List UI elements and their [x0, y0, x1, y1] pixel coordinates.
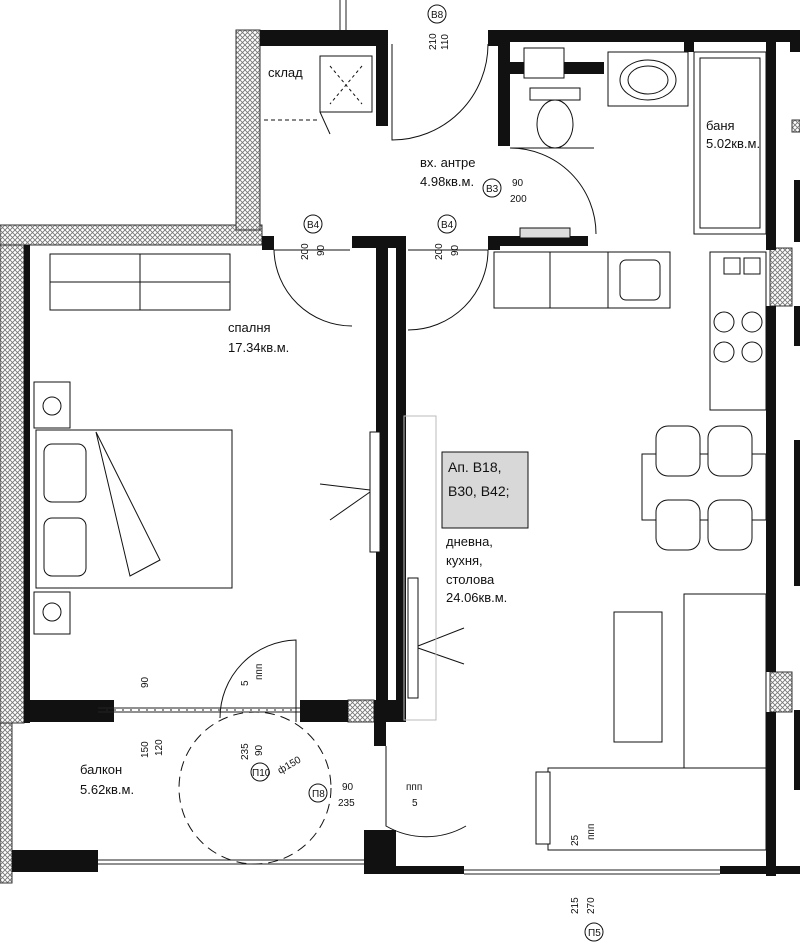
exterior-walls: [0, 29, 800, 884]
bedroom-name: спалня: [228, 320, 271, 335]
entry-door-width: 110: [440, 34, 451, 50]
window-living-tag: П5: [588, 928, 601, 939]
wardrobe: [49, 253, 231, 311]
balcony-door-sill: 5: [412, 798, 418, 809]
living-door-height: 200: [434, 243, 445, 260]
living-area: 24.06кв.м.: [446, 590, 507, 605]
apartment-label-line1: Ап. В18,: [448, 459, 502, 475]
living-door-width: 90: [450, 244, 461, 256]
bathroom-fixtures: [519, 47, 767, 239]
balcony-dim-2: 120: [154, 739, 165, 756]
door-swings: [178, 43, 597, 865]
balcony-door-tag: П8: [312, 789, 325, 800]
window-bed-sill: 5: [240, 680, 251, 686]
entry-door-height: 210: [428, 33, 439, 50]
bed-door-width: 90: [316, 244, 327, 256]
bed: [33, 381, 233, 635]
hall-area: 4.98кв.м.: [420, 174, 474, 189]
apartment-label-line2: В30, В42;: [448, 483, 510, 499]
door-tag-circles: [250, 4, 604, 942]
window-bed-width: 90: [254, 744, 265, 756]
bed-door-tag: В4: [307, 220, 320, 231]
bedroom-area: 17.34кв.м.: [228, 340, 289, 355]
kitchen-counter: [493, 251, 767, 411]
bath-area: 5.02кв.м.: [706, 136, 760, 151]
apartment-label-box: [441, 451, 529, 529]
balcony-dim-1: 150: [140, 741, 151, 758]
storage-label: склад: [268, 65, 303, 80]
window-living-sill: 25: [570, 834, 581, 846]
balcony-door-width: 90: [342, 782, 354, 793]
living-name-3: столова: [446, 572, 495, 587]
bath-door-height: 200: [510, 194, 527, 205]
balcony-rail-height: 90: [140, 676, 151, 688]
window-living-sill-label: ппп: [586, 824, 597, 840]
window-bed-height: 235: [240, 743, 251, 760]
window-bed-sill-label: ппп: [254, 664, 265, 680]
balcony-name: балкон: [80, 762, 122, 777]
dining-set: [641, 425, 767, 551]
bath-name: баня: [706, 118, 735, 133]
bath-door-width: 90: [512, 178, 524, 189]
interior-walls: [12, 30, 800, 876]
sliding-doors: [319, 415, 465, 721]
window-living-height: 215: [570, 897, 581, 914]
balcony-door-height: 235: [338, 798, 355, 809]
entry-door-tag: В8: [431, 10, 444, 21]
balcony-door-sill-label: ппп: [406, 782, 422, 793]
storage-unit: [264, 55, 373, 135]
bath-door-tag: В3: [486, 184, 499, 195]
living-furniture: [535, 593, 767, 851]
balcony-area: 5.62кв.м.: [80, 782, 134, 797]
windows: [98, 0, 720, 875]
living-name-2: кухня,: [446, 553, 483, 568]
turning-circle-label: ф150: [276, 754, 304, 777]
bed-door-height: 200: [300, 243, 311, 260]
living-name: дневна,: [446, 534, 493, 549]
window-living-width: 270: [586, 897, 597, 914]
living-door-tag: В4: [441, 220, 454, 231]
hall-name: вх. антре: [420, 155, 475, 170]
window-bed-tag: П10: [252, 768, 271, 779]
